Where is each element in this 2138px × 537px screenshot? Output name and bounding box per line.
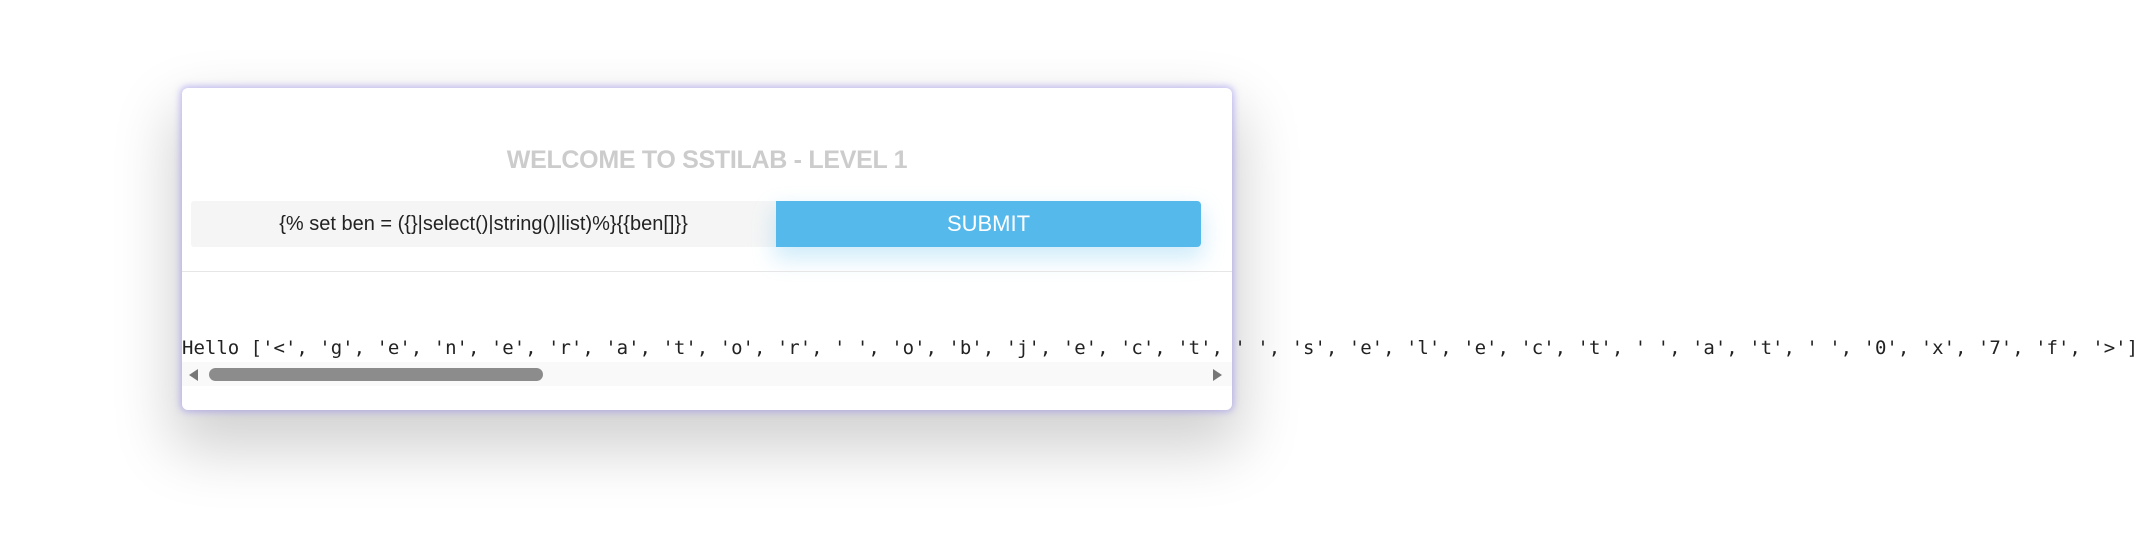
scroll-left-arrow-icon[interactable] xyxy=(189,369,198,381)
lab-card: WELCOME TO SSTILAB - LEVEL 1 SUBMIT Hell… xyxy=(182,88,2138,410)
page-title: WELCOME TO SSTILAB - LEVEL 1 xyxy=(506,146,908,174)
page: WELCOME TO SSTILAB - LEVEL 1 SUBMIT Hell… xyxy=(182,88,2138,410)
template-form: SUBMIT xyxy=(191,201,1201,247)
rendered-output: Hello ['<', 'g', 'e', 'n', 'e', 'r', 'a'… xyxy=(182,337,2138,359)
scroll-right-arrow-icon[interactable] xyxy=(1213,369,1222,381)
scroll-thumb[interactable] xyxy=(209,368,543,381)
template-input[interactable] xyxy=(191,201,776,247)
output-panel: Hello ['<', 'g', 'e', 'n', 'e', 'r', 'a'… xyxy=(182,336,2138,386)
horizontal-scrollbar[interactable] xyxy=(182,362,1232,386)
submit-button[interactable]: SUBMIT xyxy=(776,201,1201,247)
divider xyxy=(182,271,1232,272)
